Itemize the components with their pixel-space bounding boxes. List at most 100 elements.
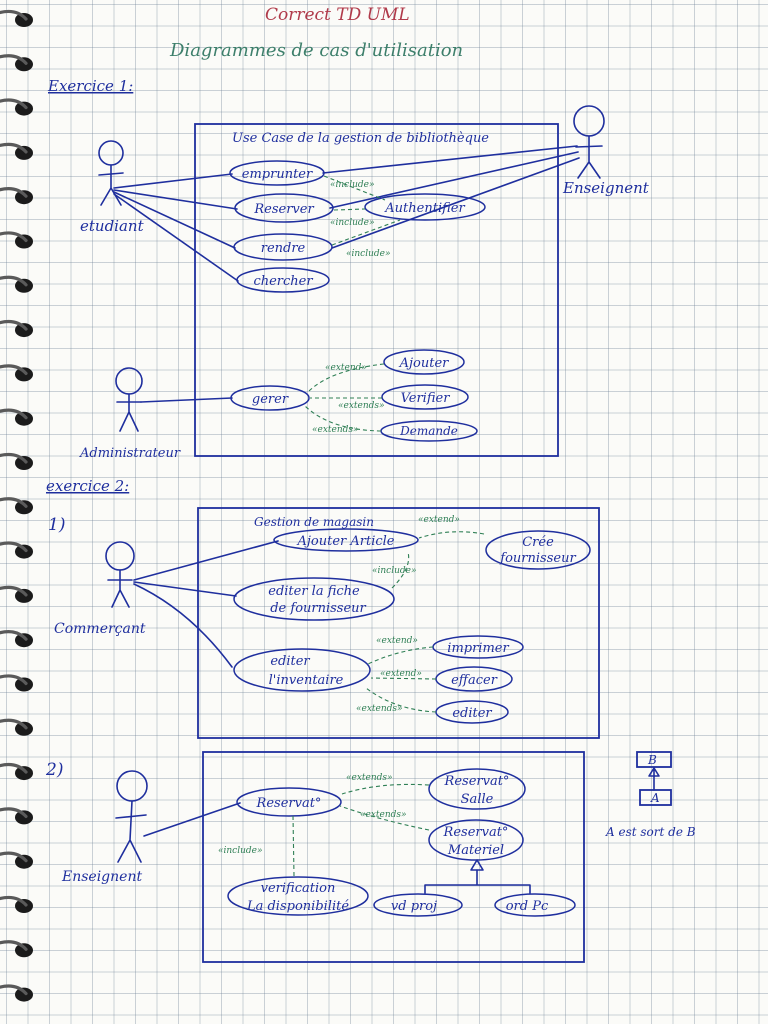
binding-ring [0,9,28,21]
commercant-associations [133,540,279,668]
part-1: 1) Gestion de magasin Commerçant Ajouter… [48,507,600,739]
student-associations [113,173,239,282]
binding-ring [0,807,28,818]
binding-hole [15,544,33,559]
library-system-boundary [194,123,559,457]
usecase-ord-pc: ord Pc [494,893,576,917]
usecase-editer-inventaire-label-2: l'inventaire [269,673,344,688]
store-system-title: Gestion de magasin [254,515,374,529]
usecase-verification-label-1: verification [261,881,336,896]
include-reserve-auth [333,208,366,211]
exercise-2-label: exercice 2: [46,477,129,495]
binding-hole [15,13,33,27]
extend-label-2-2: «extends» [360,810,407,820]
include-return-auth [331,219,401,246]
binding-ring [0,497,28,508]
binding-ring [0,408,28,420]
actor-administrateur: Administrateur [79,367,181,461]
usecase-gerer: gerer [230,385,310,411]
extend-label-b: «extend» [380,669,422,679]
usecase-editer-label: editer [452,706,492,721]
spiral-binding [0,9,33,1002]
binding-ring [0,718,28,730]
extend-label-2: «extends» [338,401,385,411]
include-borrow-auth [323,175,386,201]
usecase-editer: editer [435,700,509,724]
usecase-editer-inventaire: editer l'inventaire [233,648,371,692]
usecase-reservation: Reservat° [236,787,342,817]
binding-ring [0,541,28,553]
binding-hole [15,456,33,470]
part-2-number: 2) [45,760,63,780]
part-1-number: 1) [48,515,65,535]
binding-hole [15,677,33,692]
actor-enseignent: Enseignent [562,105,650,197]
binding-ring [0,54,28,65]
binding-ring [0,763,28,774]
usecase-editer-inventaire-label-1: editer [270,654,310,669]
binding-hole [15,633,33,648]
include-label-3: «include» [346,249,391,259]
exercise-2: exercice 2: 1) Gestion de magasin Commer… [45,477,696,963]
extend-label-a: «extend» [376,636,418,646]
binding-hole [15,854,33,869]
extend-label-3: «extends» [312,425,359,435]
binding-hole [15,367,33,382]
binding-ring [0,364,28,375]
extend-cree-ajouter [418,531,485,539]
actor-enseignent-label: Enseignent [562,179,650,197]
legend-note: A est sort de B [605,825,696,839]
usecase-cree-fournisseur-label-1: Crée [522,535,554,550]
usecase-emprunter: emprunter [229,160,325,186]
extend-label-c: «extends» [356,704,403,714]
usecase-ajouter-article-label: Ajouter Article [297,534,395,549]
generalization-lines [424,869,531,894]
usecase-reservation-salle-label-1: Reservat° [444,774,510,789]
binding-ring [0,320,28,331]
binding-hole [15,721,33,736]
usecase-editer-fiche: editer la fiche de fournisseur [233,577,395,621]
usecase-reserver-label: Reserver [253,202,314,217]
binding-ring [0,984,28,996]
binding-ring [0,142,28,154]
usecase-authentifier-label: Authentifier [384,201,465,216]
reservation-system-boundary [202,751,585,963]
binding-hole [15,278,33,293]
usecase-verification-label-2: La disponibilité [246,899,349,914]
actor-enseignent-2: Enseignent [61,770,148,885]
exercise-1-label: Exercice 1: [47,77,133,95]
usecase-reservation-materiel: Reservat° Materiel [428,819,524,861]
usecase-reservation-materiel-label-2: Materiel [447,843,504,858]
binding-hole [15,766,33,781]
binding-hole [15,145,33,160]
binding-hole [15,190,33,205]
extend-demande-gerer [304,405,382,432]
usecase-demande: Demande [380,420,478,442]
binding-hole [15,588,33,603]
binding-hole [15,234,33,249]
usecase-reservation-salle-label-2: Salle [461,792,494,807]
usecase-editer-fiche-label-1: editer la fiche [268,584,360,599]
usecase-chercher: chercher [236,267,330,293]
extend-label-1: «extend» [325,363,367,373]
legend-b: B [647,753,657,767]
binding-ring [0,231,28,243]
binding-hole [15,323,33,338]
usecase-demande-label: Demande [399,424,458,438]
binding-ring [0,275,28,287]
binding-hole [15,899,33,913]
usecase-rendre-label: rendre [261,241,306,256]
extend-imprimer-inv [367,646,434,665]
usecase-ord-pc-label: ord Pc [506,899,549,914]
include-label-fiche: «include» [372,566,417,576]
binding-ring [0,585,28,597]
usecase-chercher-label: chercher [253,274,313,289]
usecase-cree-fournisseur-label-2: fournisseur [499,551,576,566]
extend-salle-reservation [341,783,430,795]
usecase-effacer: effacer [435,666,513,692]
usecase-cree-fournisseur: Crée fournisseur [485,530,591,570]
usecase-vd-proj-label: vd proj [391,899,437,914]
generalization-legend: B A A est sort de B [605,751,696,839]
generalization-arrow [470,859,484,871]
